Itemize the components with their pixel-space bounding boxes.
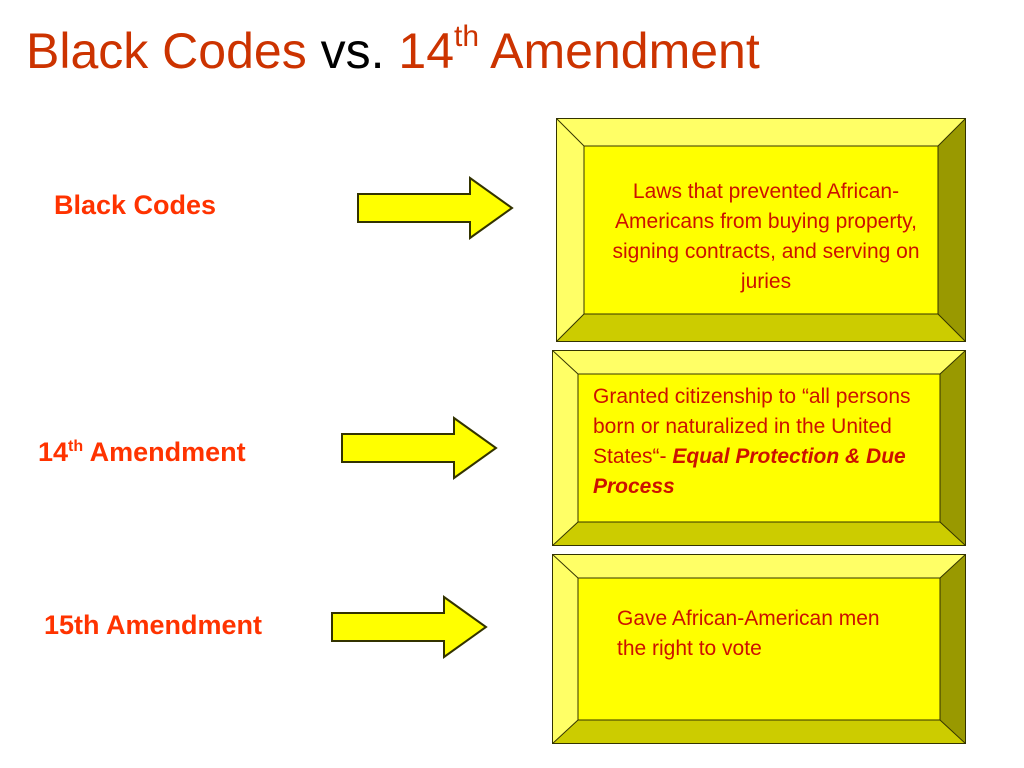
term-suffix: Amendment	[83, 437, 246, 467]
term-superscript: th	[68, 438, 84, 455]
description-15th-amendment: Gave African-American men the right to v…	[617, 604, 897, 664]
title-th-superscript: th	[454, 20, 480, 54]
term-label: Black Codes	[54, 190, 217, 220]
description-14th-amendment: Granted citizenship to “all persons born…	[593, 382, 923, 502]
term-label: 14	[38, 437, 69, 467]
slide-title: Black Codes vs. 14th Amendment	[26, 20, 760, 79]
title-black-codes: Black Codes	[26, 23, 307, 79]
description-emphasis: Equal Protection & Due Process	[593, 445, 906, 498]
title-amendment: Amendment	[479, 23, 760, 79]
term-black-codes: Black Codes	[54, 190, 216, 221]
title-14: 14	[398, 23, 455, 79]
description-box-15th-amendment	[552, 554, 966, 744]
description-box-14th-amendment	[552, 350, 966, 546]
term-14th-amendment: 14th Amendment	[38, 437, 246, 468]
term-15th-amendment: 15th Amendment	[44, 610, 262, 641]
description-text: Gave African-American men the right to v…	[617, 607, 880, 660]
title-vs: vs.	[306, 23, 399, 79]
description-box-black-codes	[556, 118, 966, 342]
description-black-codes: Laws that prevented African-Americans fr…	[596, 177, 936, 297]
arrow-right-icon	[331, 595, 488, 659]
description-text: Laws that prevented African-Americans fr…	[612, 180, 920, 293]
term-label: 15th Amendment	[44, 610, 263, 640]
arrow-right-icon	[357, 176, 514, 240]
arrow-right-icon	[341, 416, 498, 480]
description-text: Granted citizenship to “all persons born…	[593, 385, 911, 468]
